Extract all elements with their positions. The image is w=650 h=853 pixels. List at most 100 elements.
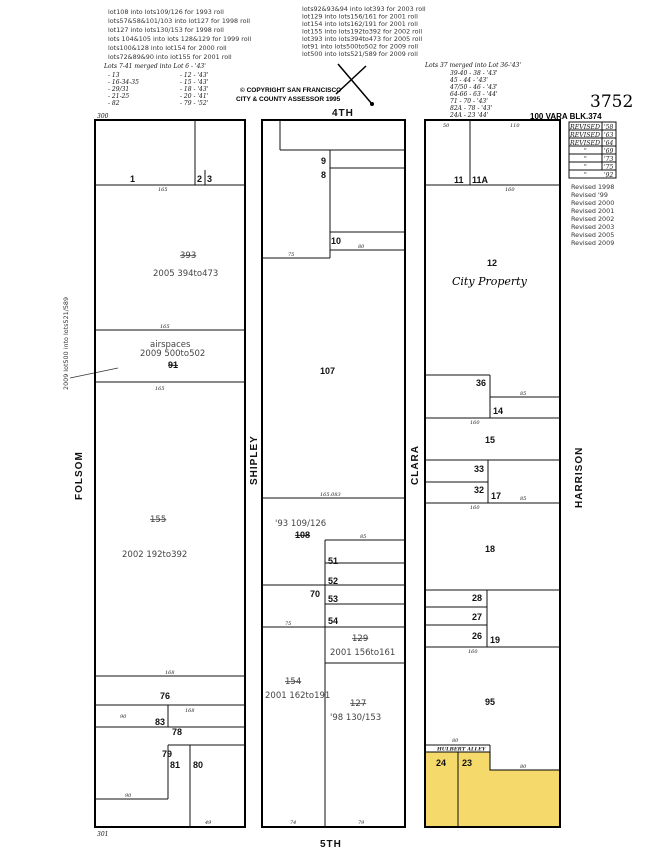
map-label: 81	[170, 760, 180, 770]
map-label: 85	[360, 534, 366, 540]
map-label: 108	[295, 530, 310, 540]
note: lots100&128 into lot154 for 2000 roll	[108, 44, 227, 52]
map-label: 14	[493, 406, 503, 416]
map-label: '92	[604, 172, 613, 179]
map-label: 28	[472, 593, 482, 603]
map-label: 45 - 44 - '43'	[449, 77, 488, 84]
map-label: 2002 192to392	[122, 550, 187, 560]
note: lot127 into lots130/153 for 1998 roll	[108, 26, 224, 34]
map-label: 32	[474, 485, 484, 495]
map-label: '69	[604, 148, 613, 155]
side-note: 2009 lot500 into lots521/589	[62, 297, 70, 390]
map-label: '73	[604, 156, 613, 163]
map-label: 27	[472, 612, 482, 622]
map-label: Revised 2005	[571, 231, 614, 239]
note: lots57&58&101/103 into lot127 for 1998 r…	[108, 17, 250, 25]
revised-table: REVISED'58 REVISED'63 REVISED'64 "'69 "'…	[568, 121, 617, 179]
map-label: 1	[130, 174, 135, 184]
map-label: Revised 2009	[571, 239, 614, 247]
map-label: 17	[491, 491, 501, 501]
map-label: 127	[350, 699, 366, 709]
map-label: Revised 2001	[571, 207, 614, 215]
map-label: '93 109/126	[275, 519, 326, 529]
map-label: 85	[520, 391, 526, 397]
map-label: © COPYRIGHT SAN FRANCISCO	[240, 86, 341, 94]
map-label: 8	[321, 170, 326, 180]
map-label: - 18 - '43'	[180, 86, 209, 93]
map-label: 47/50 - 46 - '43'	[449, 84, 498, 91]
north-arrow-icon	[335, 63, 374, 106]
map-label: 24	[436, 758, 446, 768]
map-label: 33	[474, 464, 484, 474]
map-label: 80	[193, 760, 203, 770]
map-label: - 29/31	[108, 86, 129, 93]
map-label: 74	[290, 820, 296, 826]
map-label: 79	[162, 749, 172, 759]
roll-notes-left: lot108 into lots109/126 for 1993 roll lo…	[108, 8, 251, 61]
map-label: 83	[155, 717, 165, 727]
map-label: 155	[150, 515, 166, 525]
note: lots 104&105 into lots 128&129 for 1999 …	[108, 35, 251, 43]
street-5th: 5TH	[320, 839, 342, 850]
hulbert-alley: HULBERT ALLEY	[436, 747, 486, 753]
street-folsom: FOLSOM	[74, 451, 85, 500]
map-label: Revised 2003	[571, 223, 614, 231]
map-label: 2005 394to473	[153, 269, 218, 279]
map-label: 110	[510, 123, 520, 129]
map-label: 2001 162to191	[265, 691, 330, 701]
note: lots92&93&94 into lot393 for 2003 roll	[302, 5, 426, 13]
corner-nw: 300	[97, 113, 109, 120]
map-label: 160	[505, 187, 515, 193]
map-label: 71 - 70 - '43'	[450, 98, 488, 105]
map-label: 95	[485, 697, 495, 707]
map-label: 11A	[472, 175, 489, 185]
map-label: 168	[165, 670, 175, 676]
map-label: 165	[158, 187, 168, 193]
right-block: 11 11A 12 City Property 36 14 15 33 32 1…	[424, 119, 561, 828]
map-label: 64-66 - 63 - '44'	[450, 91, 498, 98]
map-label: - 82	[108, 100, 120, 107]
map-label: 90	[125, 793, 132, 799]
map-label: Revised 2002	[571, 215, 614, 223]
map-label: '98 130/153	[330, 713, 381, 723]
map-label: Revised '99	[571, 191, 608, 199]
map-label: - 20 - '41'	[180, 93, 209, 100]
map-label: 75	[285, 621, 291, 627]
map-label: 36	[476, 378, 486, 388]
map-label: 39-40 - 38 - '43'	[450, 70, 498, 77]
merge-notes-right: Lots 37 merged into Lot 36-'43' 39-40 - …	[424, 62, 521, 119]
map-label: REVISED	[569, 140, 600, 147]
map-label: 2001 156to161	[330, 648, 395, 658]
map-label: REVISED	[569, 132, 600, 139]
map-label: 12	[487, 258, 497, 268]
map-label: 53	[328, 594, 338, 604]
note: lots72&89&90 into lot155 for 2001 roll	[108, 53, 232, 61]
map-label: Lots 37 merged into Lot 36-'43'	[424, 62, 521, 69]
map-label: 129	[352, 634, 368, 644]
street-clara: CLARA	[410, 445, 421, 485]
map-label: 91	[168, 360, 178, 370]
city-property-label: City Property	[452, 275, 528, 288]
map-label: 168	[185, 708, 195, 714]
street-harrison: HARRISON	[574, 447, 585, 508]
map-label: CITY & COUNTY ASSESSOR 1995	[236, 96, 341, 103]
map-label: REVISED	[569, 124, 600, 131]
map-label: - 12 - '43'	[180, 72, 209, 79]
map-label: 107	[320, 366, 335, 376]
map-label: airspaces	[150, 340, 191, 350]
middle-block: 9 8 10 107 '93 109/126 108 51 52 70 53 5…	[204, 119, 406, 828]
map-label: 10	[331, 236, 341, 246]
map-label: 154	[285, 677, 301, 687]
street-4th: 4TH	[332, 108, 354, 119]
map-label: 160	[468, 649, 478, 655]
map-label: 80	[452, 738, 459, 744]
map-label: 165	[160, 324, 170, 330]
map-label: 160	[470, 505, 480, 511]
map-label: 75	[288, 252, 294, 258]
note: lot500 into lots521/589 for 2009 roll	[302, 50, 418, 58]
map-label: 80	[520, 764, 527, 770]
copyright: © COPYRIGHT SAN FRANCISCO CITY & COUNTY …	[236, 86, 341, 103]
map-label: 70	[310, 589, 320, 599]
map-label: 49	[204, 820, 212, 826]
